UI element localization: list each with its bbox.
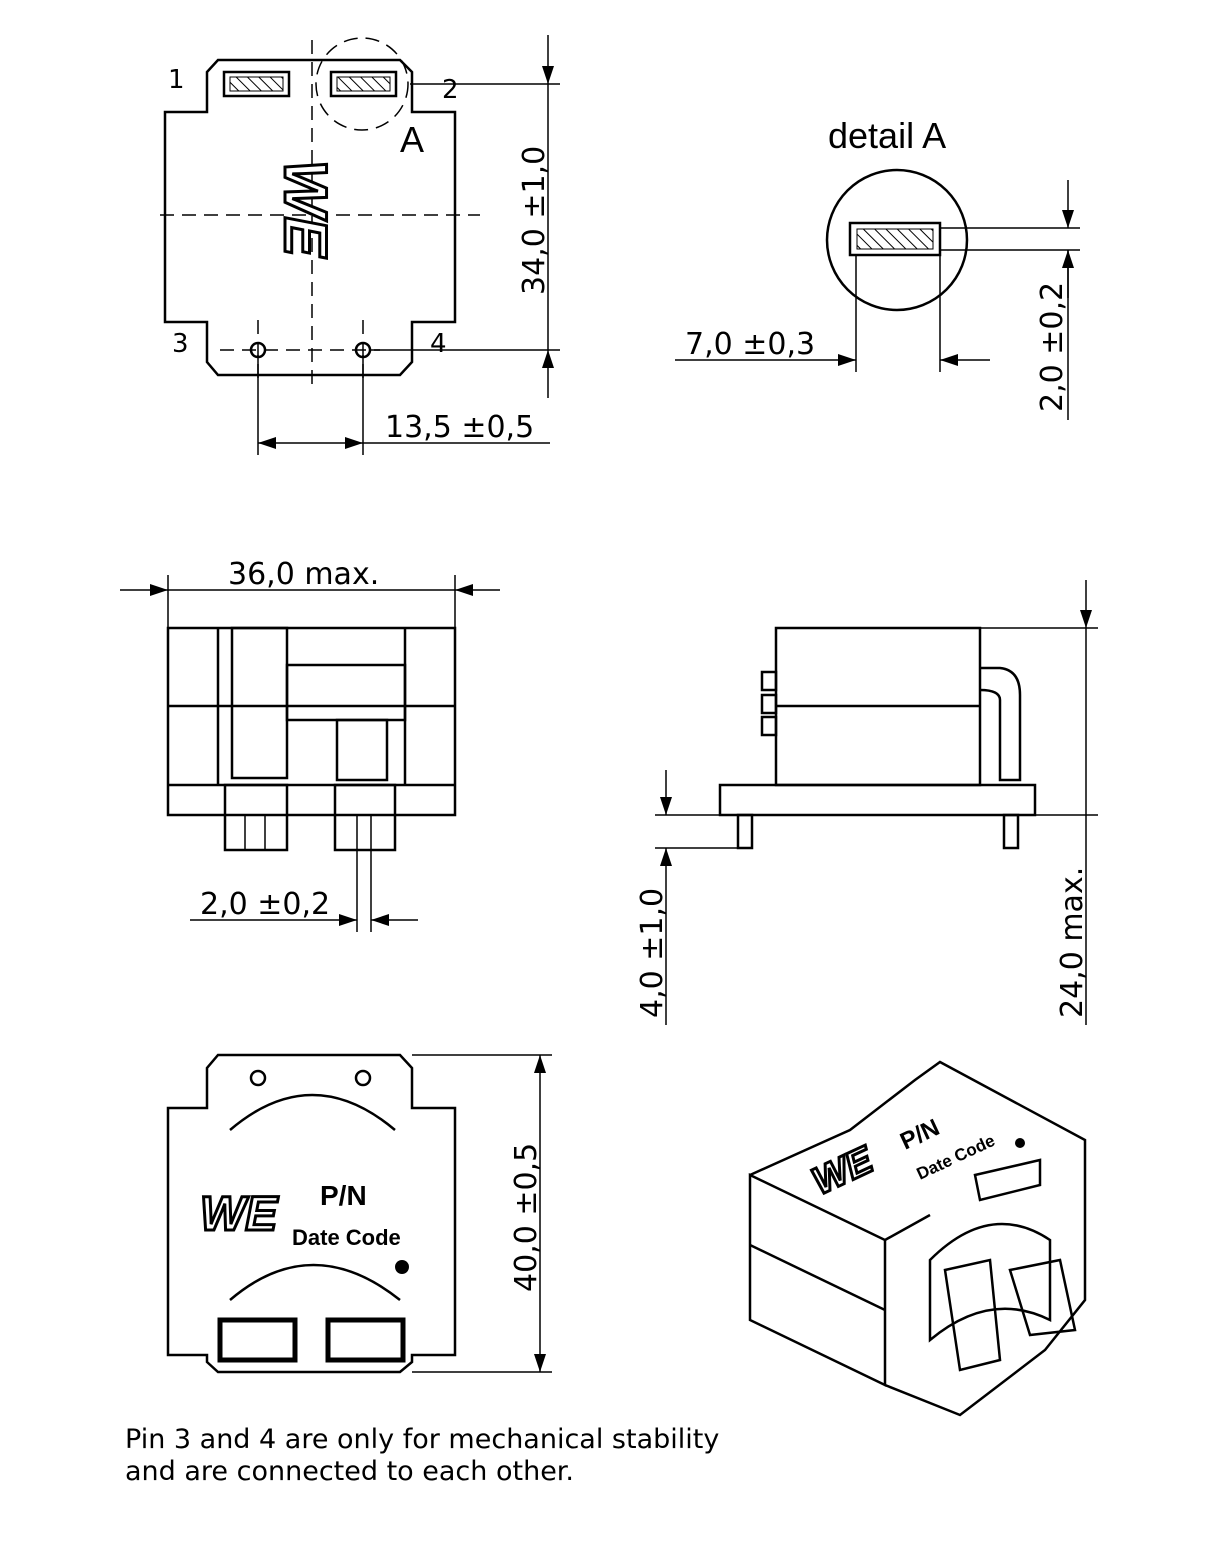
marking-part-number: P/N bbox=[320, 1180, 367, 1211]
pin-spacing-dimension: 13,5 ±0,5 bbox=[385, 410, 534, 445]
pin-label-3: 3 bbox=[172, 329, 189, 359]
detail-pad bbox=[848, 221, 942, 257]
iso-logo: WE bbox=[806, 1139, 881, 1204]
iso-part-number: P/N bbox=[896, 1114, 944, 1155]
pad-height-dimension: 2,0 ±0,2 bbox=[1035, 282, 1070, 412]
pin-label-4: 4 bbox=[430, 329, 447, 359]
we-logo: WE bbox=[272, 160, 339, 259]
pin-label-2: 2 bbox=[442, 75, 459, 105]
width-dimension: 36,0 max. bbox=[228, 557, 379, 592]
detail-marker: A bbox=[400, 119, 424, 160]
front-view: 36,0 max. 2,0 ±0,2 bbox=[120, 557, 500, 932]
pad-width-dimension: 7,0 ±0,3 bbox=[685, 327, 815, 362]
note-line-1: Pin 3 and 4 are only for mechanical stab… bbox=[125, 1424, 719, 1455]
pin-label-1: 1 bbox=[168, 65, 185, 95]
pad-1 bbox=[222, 70, 291, 98]
top-outline bbox=[163, 58, 457, 377]
side-view: 24,0 max. 4,0 ±1,0 bbox=[635, 580, 1098, 1025]
note-line-2: and are connected to each other. bbox=[125, 1456, 574, 1487]
marking-logo: WE bbox=[200, 1188, 279, 1241]
top-view: WE 1 2 3 4 A 34,0 ±1,0 13,5 ±0,5 bbox=[160, 35, 560, 455]
pad-2 bbox=[329, 70, 398, 98]
marking-date-code: Date Code bbox=[292, 1225, 401, 1250]
detail-circle bbox=[315, 37, 409, 131]
detail-a-view: detail A 2,0 ±0,2 7,0 ±0,3 bbox=[675, 115, 1080, 420]
pin-width-dimension: 2,0 ±0,2 bbox=[200, 887, 330, 922]
marking-view: WE P/N Date Code 40,0 ±0,5 bbox=[166, 1053, 552, 1374]
length-dimension: 40,0 ±0,5 bbox=[509, 1143, 544, 1292]
detail-title: detail A bbox=[828, 115, 946, 156]
total-height-dimension: 24,0 max. bbox=[1055, 867, 1090, 1018]
pin-length-dimension: 4,0 ±1,0 bbox=[635, 888, 670, 1018]
height-dimension: 34,0 ±1,0 bbox=[517, 146, 552, 295]
isometric-view: WE P/N Date Code bbox=[748, 1060, 1087, 1417]
